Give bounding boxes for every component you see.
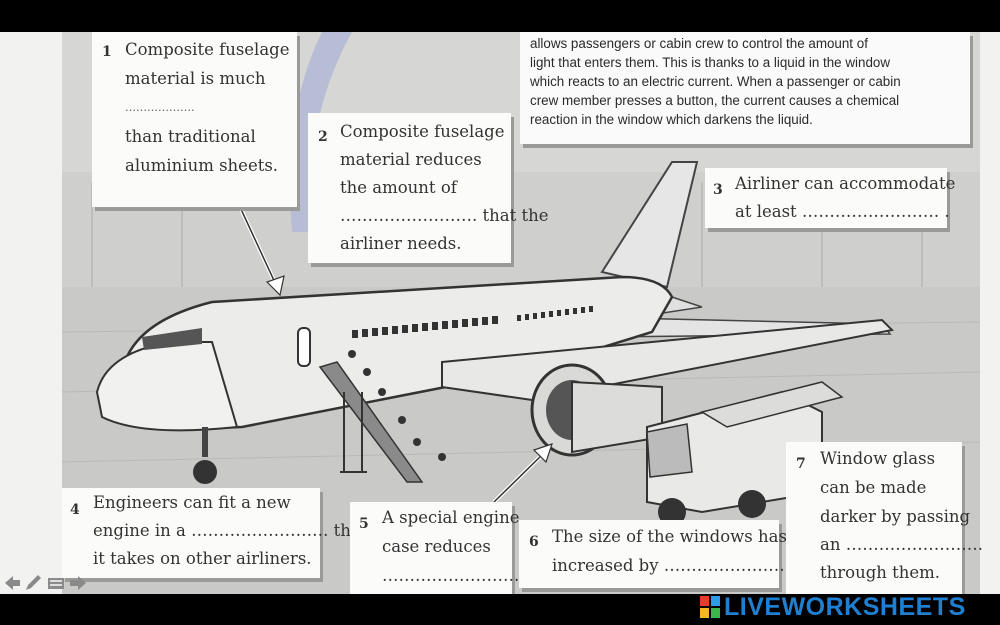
question-text: Window glass bbox=[820, 449, 936, 468]
top-black-bar bbox=[0, 0, 1000, 32]
note-line: light that enters them. This is thanks t… bbox=[530, 55, 891, 70]
back-arrow-icon[interactable] bbox=[5, 576, 20, 590]
info-note: allows passengers or cabin crew to contr… bbox=[520, 32, 970, 144]
worksheet-page: allows passengers or cabin crew to contr… bbox=[0, 32, 1000, 594]
liveworksheets-logo-icon bbox=[700, 596, 720, 618]
question-text: through them. bbox=[820, 563, 941, 582]
answer-blank[interactable]: at least ……………………. . bbox=[735, 202, 950, 221]
question-number: 4 bbox=[70, 502, 80, 518]
answer-blank[interactable]: engine in a ……………………. than bbox=[93, 521, 372, 540]
note-line: allows passengers or cabin crew to contr… bbox=[530, 36, 868, 51]
answer-blank[interactable]: an ……………………. bbox=[820, 535, 983, 554]
question-text: Composite fuselage bbox=[125, 40, 290, 59]
toolbar bbox=[4, 574, 88, 592]
question-text: A special engine bbox=[382, 508, 520, 527]
question-2-box: 2 Composite fuselage material reduces th… bbox=[308, 113, 548, 263]
note-line: crew member presses a button, the curren… bbox=[530, 93, 900, 108]
question-text: aluminium sheets. bbox=[125, 156, 279, 175]
question-number: 6 bbox=[529, 534, 539, 550]
answer-blank[interactable]: ……………………. that the bbox=[340, 206, 549, 225]
question-text: airliner needs. bbox=[340, 234, 462, 253]
question-number: 7 bbox=[796, 456, 806, 472]
question-number: 3 bbox=[713, 182, 723, 198]
answer-blank[interactable]: ……………………. . bbox=[382, 566, 530, 585]
question-number: 1 bbox=[102, 44, 112, 60]
question-4-box: 4 Engineers can fit a new engine in a ……… bbox=[62, 488, 371, 578]
forward-arrow-icon[interactable] bbox=[70, 576, 86, 590]
question-text: material is much bbox=[125, 69, 266, 88]
answer-blank[interactable]: increased by ……………………. . bbox=[552, 556, 812, 575]
question-text: it takes on other airliners. bbox=[93, 549, 312, 568]
note-line: reaction in the window which darkens the… bbox=[530, 112, 813, 127]
question-7-box: 7 Window glass can be made darker by pas… bbox=[786, 442, 983, 594]
question-text: can be made bbox=[820, 478, 927, 497]
question-6-box: 6 The size of the windows has increased … bbox=[519, 520, 812, 588]
keyboard-icon[interactable] bbox=[48, 578, 64, 589]
question-3-box: 3 Airliner can accommodate at least …………… bbox=[705, 168, 955, 228]
answer-blank[interactable]: ………………. bbox=[125, 101, 195, 114]
question-text: The size of the windows has bbox=[552, 527, 787, 546]
question-text: material reduces bbox=[340, 150, 482, 169]
brand-name: LIVEWORKSHEETS bbox=[724, 593, 966, 621]
question-1-box: 1 Composite fuselage material is much ……… bbox=[92, 32, 297, 207]
question-text: Composite fuselage bbox=[340, 122, 505, 141]
question-number: 2 bbox=[318, 129, 328, 145]
note-line: which reacts to an electric current. Whe… bbox=[530, 74, 901, 89]
pencil-icon[interactable] bbox=[26, 575, 41, 590]
question-text: than traditional bbox=[125, 127, 256, 146]
question-5-box: 5 A special engine case reduces ……………………… bbox=[350, 502, 530, 594]
question-text: Airliner can accommodate bbox=[735, 174, 956, 193]
question-number: 5 bbox=[359, 516, 369, 532]
question-text: the amount of bbox=[340, 178, 457, 197]
bottom-black-bar bbox=[0, 594, 1000, 625]
question-text: case reduces bbox=[382, 537, 491, 556]
question-text: darker by passing bbox=[820, 507, 971, 526]
question-text: Engineers can fit a new bbox=[93, 493, 291, 512]
